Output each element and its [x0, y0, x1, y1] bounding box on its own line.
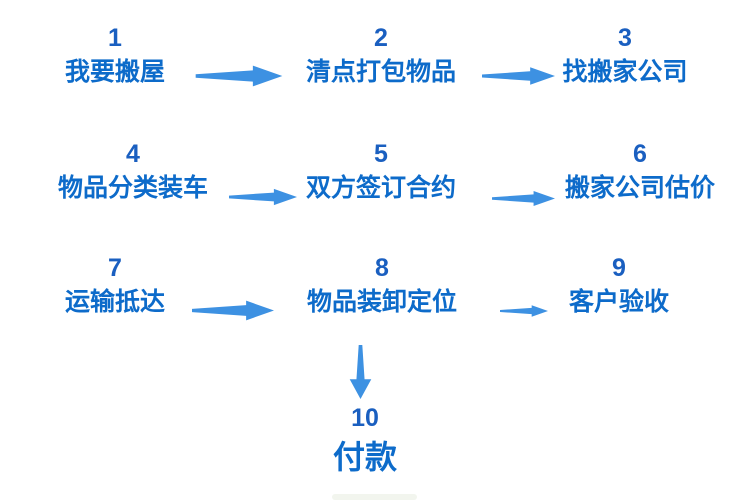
- arrow-right-icon: [192, 300, 274, 321]
- step-label: 物品分类装车: [58, 174, 209, 202]
- step-number: 7: [108, 254, 122, 282]
- step-number: 1: [108, 24, 122, 52]
- flow-step-10: 10 付款: [300, 402, 430, 478]
- step-label: 清点打包物品: [305, 58, 456, 86]
- arrow-right-icon: [229, 188, 297, 206]
- step-label: 我要搬屋: [64, 58, 165, 86]
- cropped-bottom-element: [332, 494, 417, 500]
- arrow-down-icon: [349, 345, 372, 399]
- arrow-right-icon: [482, 67, 555, 85]
- flow-step-1: 1 我要搬屋: [40, 22, 190, 88]
- step-number: 6: [633, 140, 647, 168]
- step-label: 付款: [332, 439, 397, 475]
- step-label: 找搬家公司: [562, 58, 688, 86]
- flow-step-6: 6 搬家公司估价: [562, 138, 718, 204]
- step-number: 8: [375, 254, 389, 282]
- step-number: 3: [618, 24, 632, 52]
- step-label: 双方签订合约: [305, 174, 456, 202]
- step-label: 物品装卸定位: [306, 288, 457, 316]
- flow-step-7: 7 运输抵达: [40, 252, 190, 318]
- flow-step-8: 8 物品装卸定位: [300, 252, 464, 318]
- step-label: 搬家公司估价: [564, 174, 715, 202]
- arrow-right-icon: [492, 190, 555, 207]
- arrow-right-icon: [500, 305, 548, 317]
- step-number: 9: [612, 254, 626, 282]
- step-number: 5: [374, 140, 388, 168]
- step-number: 2: [374, 24, 388, 52]
- step-label: 客户验收: [568, 288, 669, 316]
- step-label: 运输抵达: [64, 288, 165, 316]
- step-number: 10: [351, 404, 379, 432]
- flow-step-2: 2 清点打包物品: [301, 22, 461, 88]
- flow-step-4: 4 物品分类装车: [58, 138, 208, 204]
- flow-step-5: 5 双方签订合约: [301, 138, 461, 204]
- step-number: 4: [126, 140, 140, 168]
- flow-step-9: 9 客户验收: [544, 252, 694, 318]
- arrow-right-icon: [195, 65, 283, 87]
- flow-step-3: 3 找搬家公司: [550, 22, 700, 88]
